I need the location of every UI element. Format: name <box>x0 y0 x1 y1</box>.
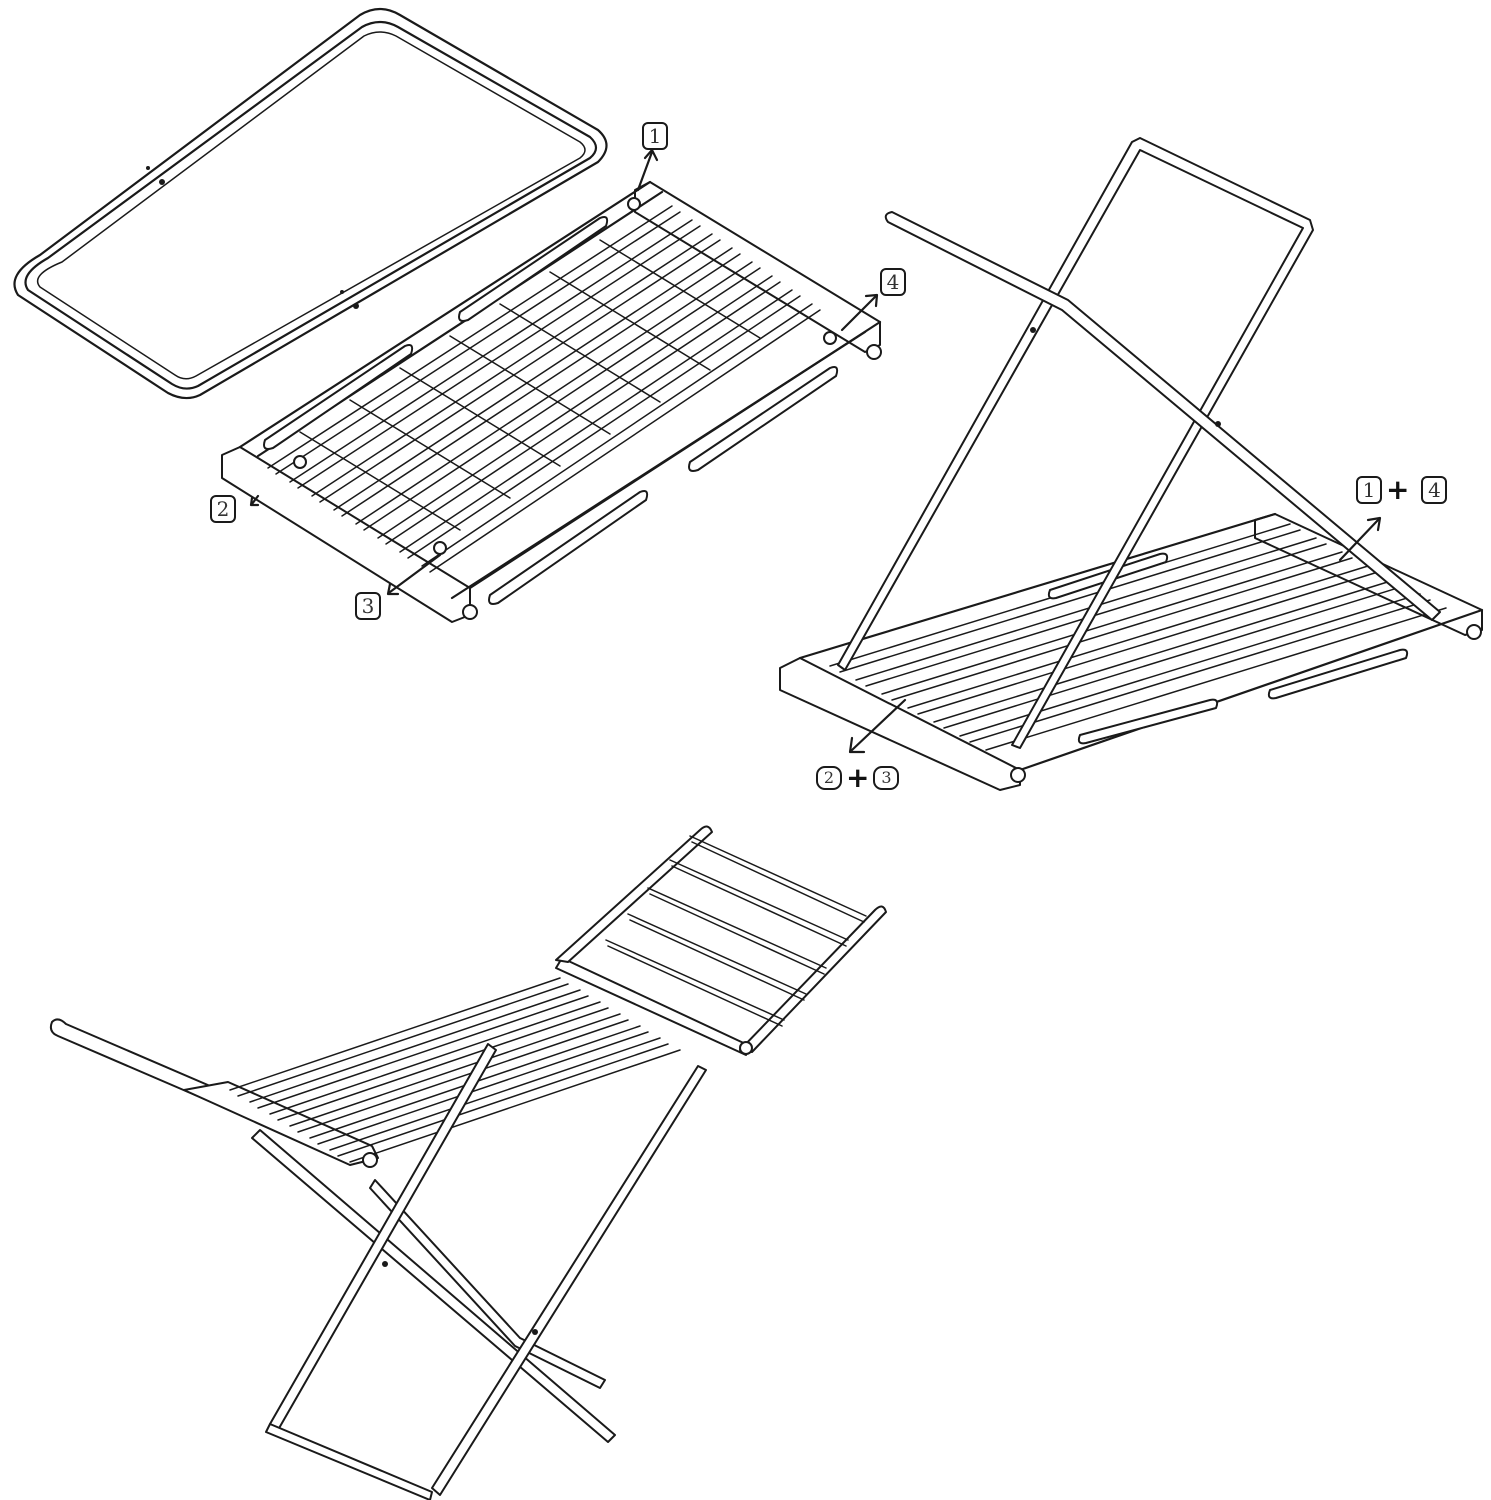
arrow-3 <box>386 553 442 596</box>
step3-assembled-rack <box>49 825 887 1500</box>
part-number-badge: 3 <box>355 592 381 620</box>
arrow-2 <box>249 494 260 507</box>
callout-1-plus-4: 1 + 4 <box>1356 473 1448 506</box>
arrow-2-3 <box>848 698 907 754</box>
part-number-badge: 1 <box>642 122 668 150</box>
plus-sign: + <box>846 761 870 794</box>
callout-2: 2 <box>210 495 236 523</box>
callout-4: 4 <box>880 268 906 296</box>
step1-tube-frame <box>13 7 608 400</box>
step1-flat-rack <box>221 148 882 623</box>
callout-3: 3 <box>355 592 381 620</box>
part-number-badge: 3 <box>873 766 900 790</box>
arrow-4 <box>840 293 879 332</box>
part-number-badge: 4 <box>880 268 906 296</box>
part-number-badge: 2 <box>210 495 236 523</box>
part-number-badge: 4 <box>1421 476 1448 504</box>
callout-1: 1 <box>642 122 668 150</box>
arrow-1-4 <box>1338 516 1382 562</box>
part-number-badge: 1 <box>1356 476 1382 504</box>
arrow-1 <box>636 148 659 192</box>
step2-xframe-rack <box>779 137 1484 791</box>
part-number-badge: 2 <box>816 766 842 790</box>
callout-2-plus-3: 2 + 3 <box>816 761 900 794</box>
plus-sign: + <box>1386 473 1410 506</box>
